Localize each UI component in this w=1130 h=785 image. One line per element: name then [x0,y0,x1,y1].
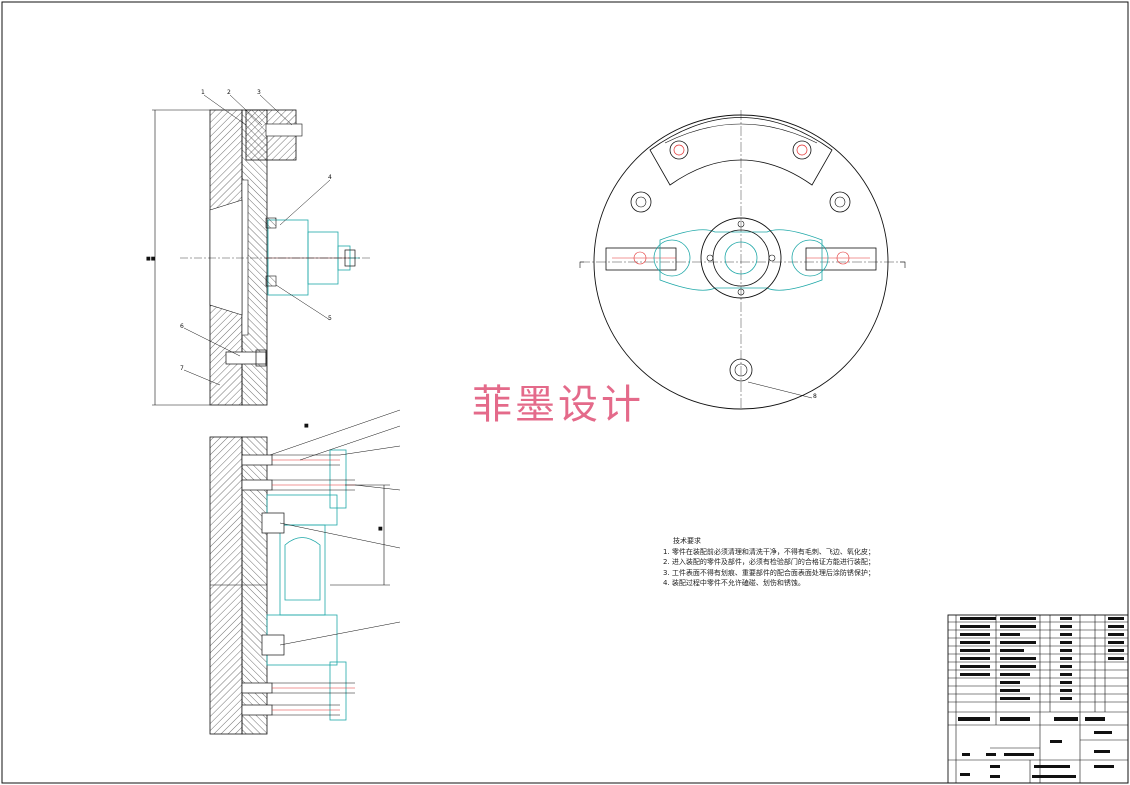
balloon-8: 8 [813,393,817,400]
title-block [947,614,1129,784]
requirement-item: 2. 进入装配的零件及部件，必须有检验部门的合格证方能进行装配； [663,558,875,567]
balloon-2: 2 [227,89,231,96]
watermark-text: 菲墨设计 [472,382,644,428]
svg-text:■: ■ [304,423,309,429]
svg-text:■: ■ [378,526,383,532]
requirement-item: 4. 装配过程中零件不允许磕碰、划伤和锈蚀。 [663,579,805,588]
balloon-3: 3 [257,89,261,96]
side-section-view-top: ■■ [146,94,370,406]
balloon-5: 5 [328,315,332,322]
side-section-view-bottom: ■ ■ [209,409,401,735]
technical-requirements-title: 技术要求 [673,537,701,545]
balloon-7: 7 [180,365,184,372]
requirement-item: 3. 工件表面不得有划痕、重要部件的配合面表面处理后涂防锈保护； [663,568,875,577]
balloon-6: 6 [180,323,184,330]
balloon-4: 4 [328,174,332,181]
title-block-fill [958,617,1124,778]
svg-text:■■: ■■ [146,256,156,262]
top-plan-view [579,110,906,410]
technical-requirements: 技术要求 1. 零件在装配前必须清理和清洗干净，不得有毛刺、飞边、氧化皮； 2.… [663,536,875,589]
balloon-1: 1 [201,89,205,96]
requirement-item: 1. 零件在装配前必须清理和清洗干净，不得有毛刺、飞边、氧化皮； [663,547,875,556]
